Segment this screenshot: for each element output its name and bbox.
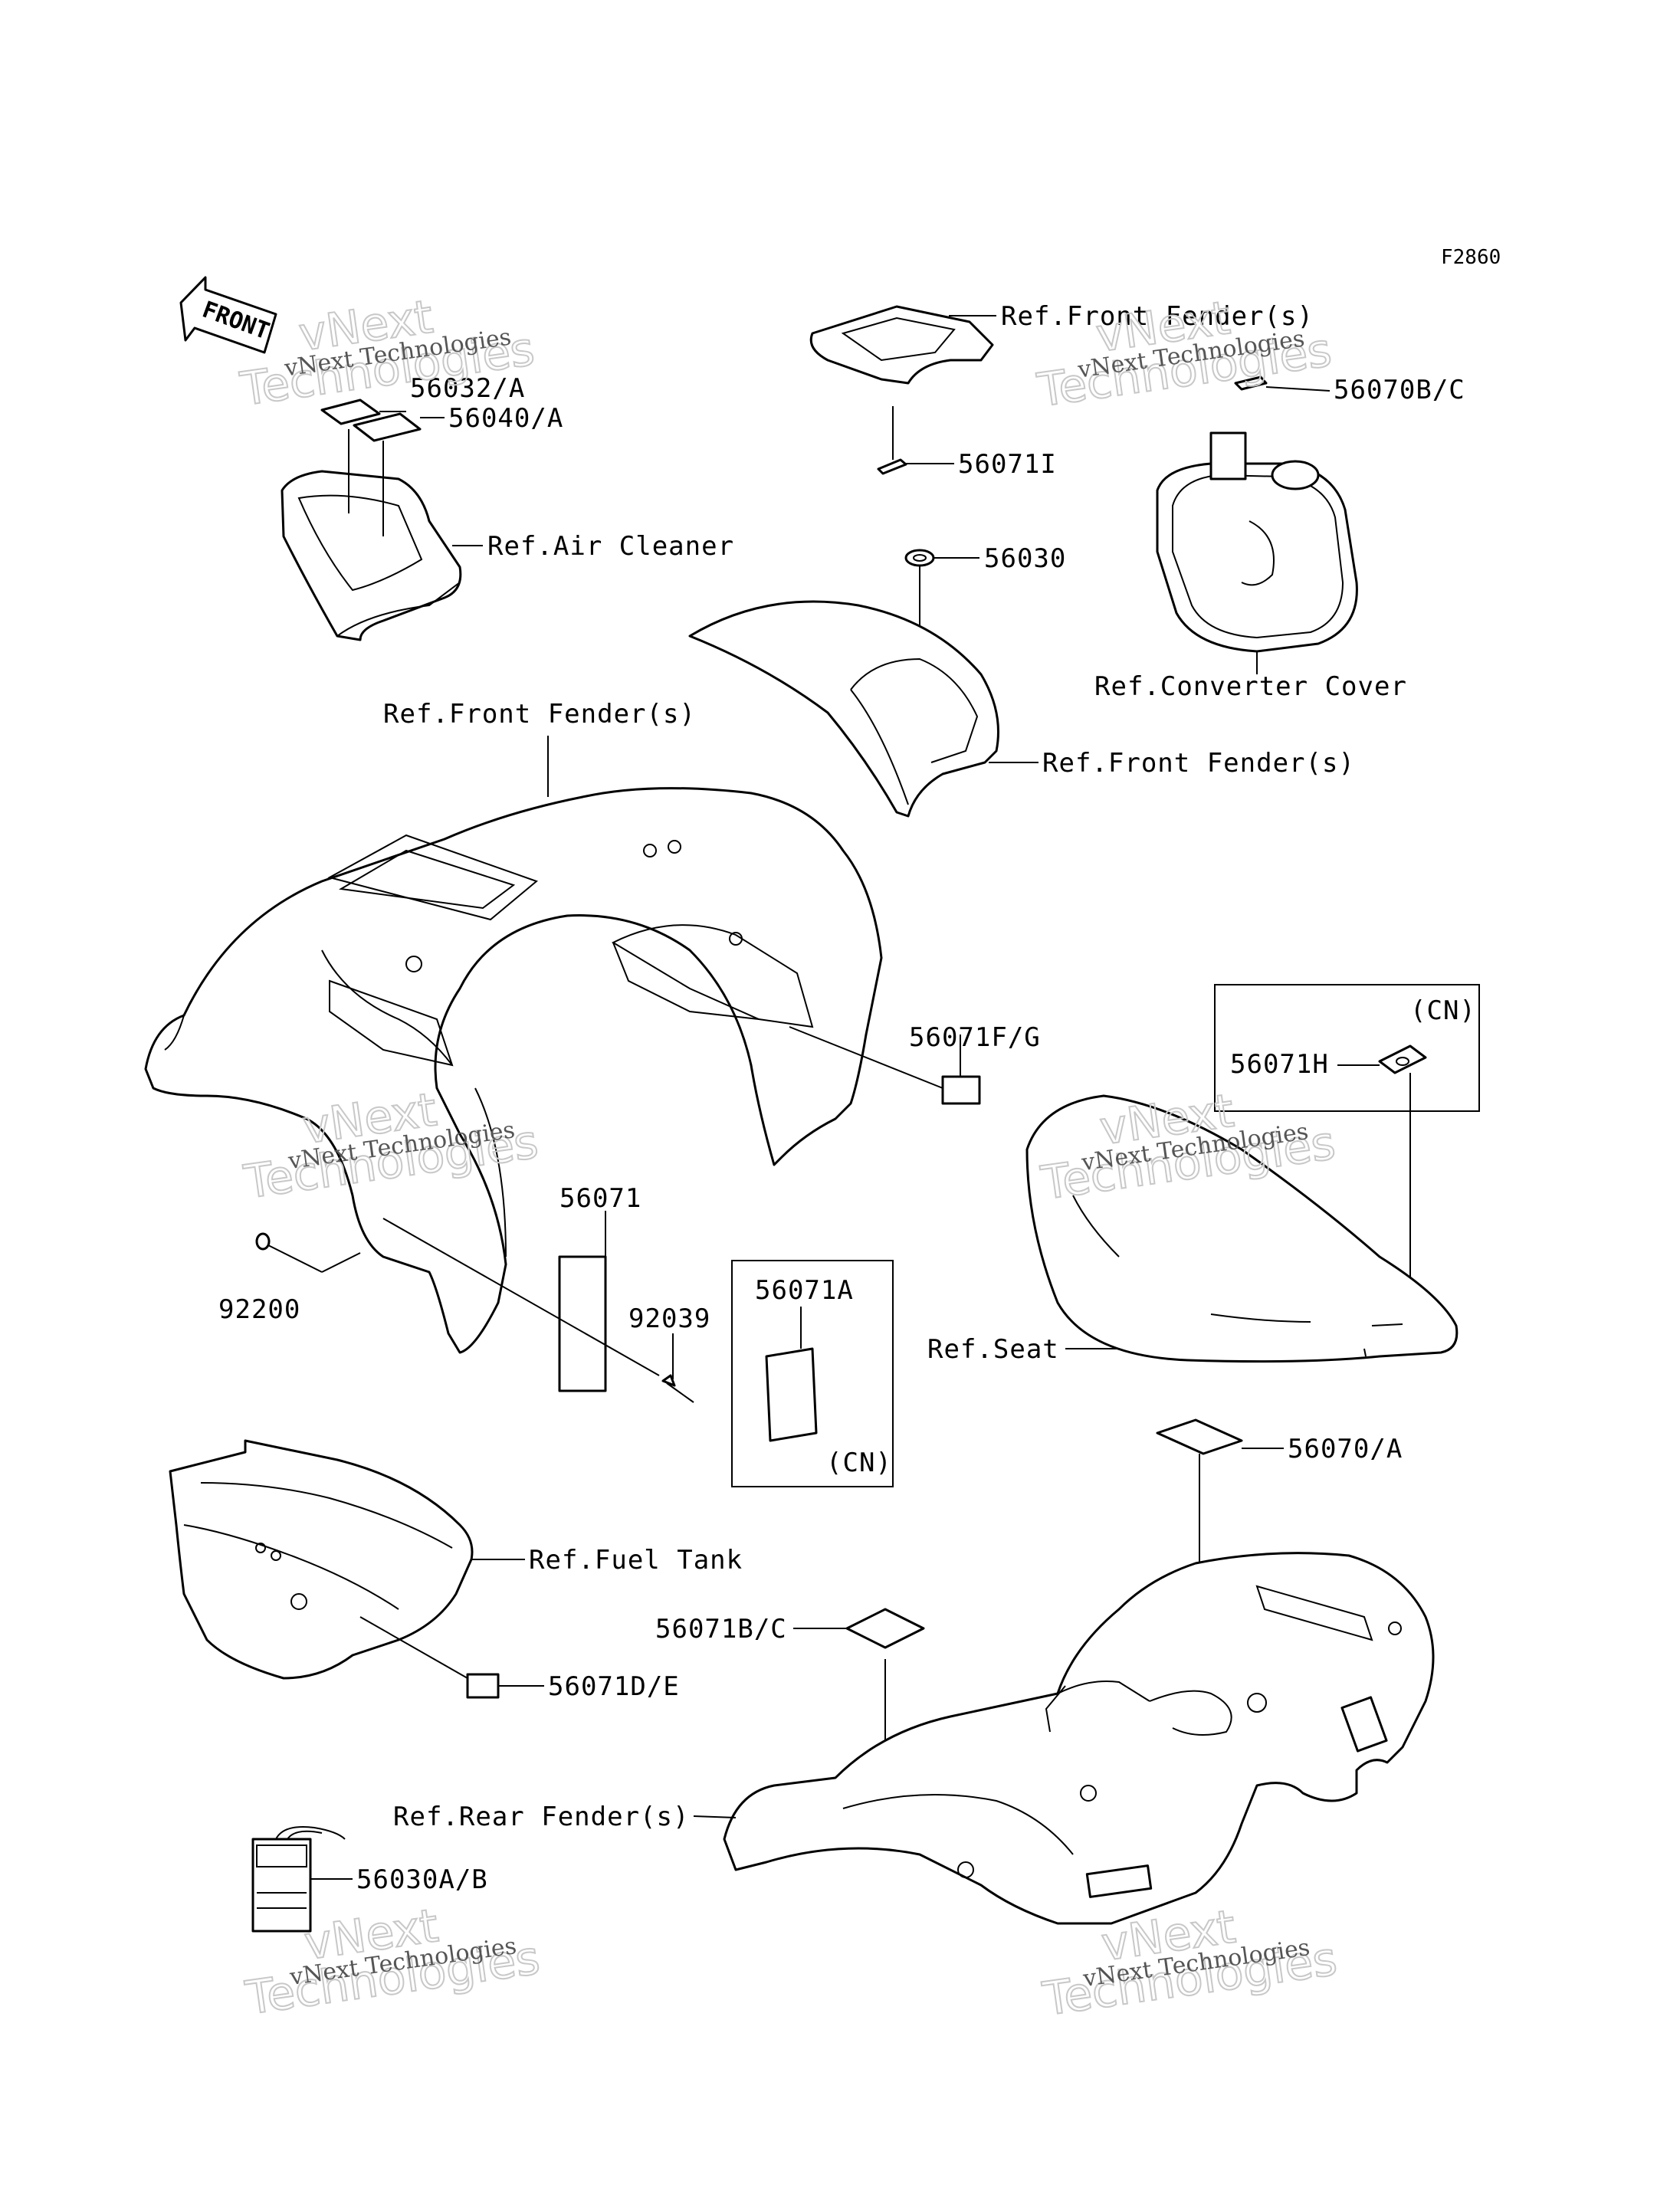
label-56071fg-decal: [941, 1075, 981, 1105]
watermark-top-right: Technologies vNext vNext Technologies: [1033, 290, 1335, 418]
cn-box-56071a: [731, 1260, 894, 1487]
cn-box-56071h: [1214, 984, 1480, 1112]
label-56070a: 56070/A: [1288, 1434, 1403, 1464]
label-56070a-decal: [1156, 1418, 1243, 1455]
label-92200: 92200: [218, 1294, 300, 1325]
label-56071a-decal: [765, 1347, 818, 1442]
figure-code: F2860: [1441, 246, 1501, 269]
label-ref-rear-fender: Ref.Rear Fender(s): [393, 1802, 689, 1832]
label-56071bc-decal: [845, 1608, 925, 1649]
converter-cover-part: [1156, 431, 1358, 653]
label-ref-converter-cover: Ref.Converter Cover: [1094, 671, 1407, 702]
label-56071fg: 56071F/G: [909, 1022, 1041, 1053]
label-56071h: 56071H: [1230, 1049, 1329, 1080]
label-56070bc: 56070B/C: [1334, 375, 1465, 405]
front-fender-mid-part: [688, 600, 999, 818]
label-56071i: 56071I: [958, 449, 1057, 480]
label-56071a: 56071A: [755, 1275, 854, 1306]
label-56040a-decal: [353, 412, 422, 442]
label-ref-front-fender-mid: Ref.Front Fender(s): [1042, 748, 1355, 779]
label-ref-seat: Ref.Seat: [927, 1334, 1059, 1365]
label-56030: 56030: [984, 543, 1066, 574]
fuel-tank-part: [169, 1439, 474, 1680]
label-56071bc: 56071B/C: [655, 1614, 787, 1644]
label-cn-box-bottom: (CN): [826, 1448, 892, 1478]
seat-part: [1025, 1094, 1459, 1363]
label-56032a-decal: [320, 398, 381, 425]
label-56071: 56071: [559, 1183, 641, 1214]
grommet-56030-part: [904, 549, 935, 567]
label-ref-air-cleaner: Ref.Air Cleaner: [487, 531, 734, 562]
air-cleaner-part: [281, 470, 462, 641]
label-cn-box-top: (CN): [1410, 995, 1476, 1026]
label-56071de-decal: [466, 1673, 500, 1699]
front-fender-main-part: [144, 787, 883, 1354]
label-56040a: 56040/A: [448, 403, 563, 434]
tag-56030ab-part: [251, 1826, 346, 1933]
label-92039: 92039: [628, 1303, 710, 1334]
label-ref-front-fender-top: Ref.Front Fender(s): [1001, 301, 1314, 332]
label-56030ab: 56030A/B: [356, 1864, 488, 1895]
front-arrow-icon: FRONT: [179, 276, 277, 354]
label-56071-decal: [558, 1255, 607, 1392]
label-56071i-decal: [877, 458, 907, 475]
label-ref-fuel-tank: Ref.Fuel Tank: [529, 1545, 743, 1576]
rear-fender-part: [723, 1552, 1435, 1925]
rivet-92039-part: [661, 1374, 694, 1403]
label-56032a: 56032/A: [410, 373, 525, 404]
front-fender-top-part: [809, 305, 994, 385]
label-56071h-decal: [1378, 1044, 1427, 1074]
label-56070bc-decal: [1234, 375, 1268, 391]
label-ref-front-fender-left: Ref.Front Fender(s): [383, 699, 696, 730]
clip-92200-part: [255, 1232, 271, 1251]
label-56071de: 56071D/E: [548, 1671, 680, 1702]
